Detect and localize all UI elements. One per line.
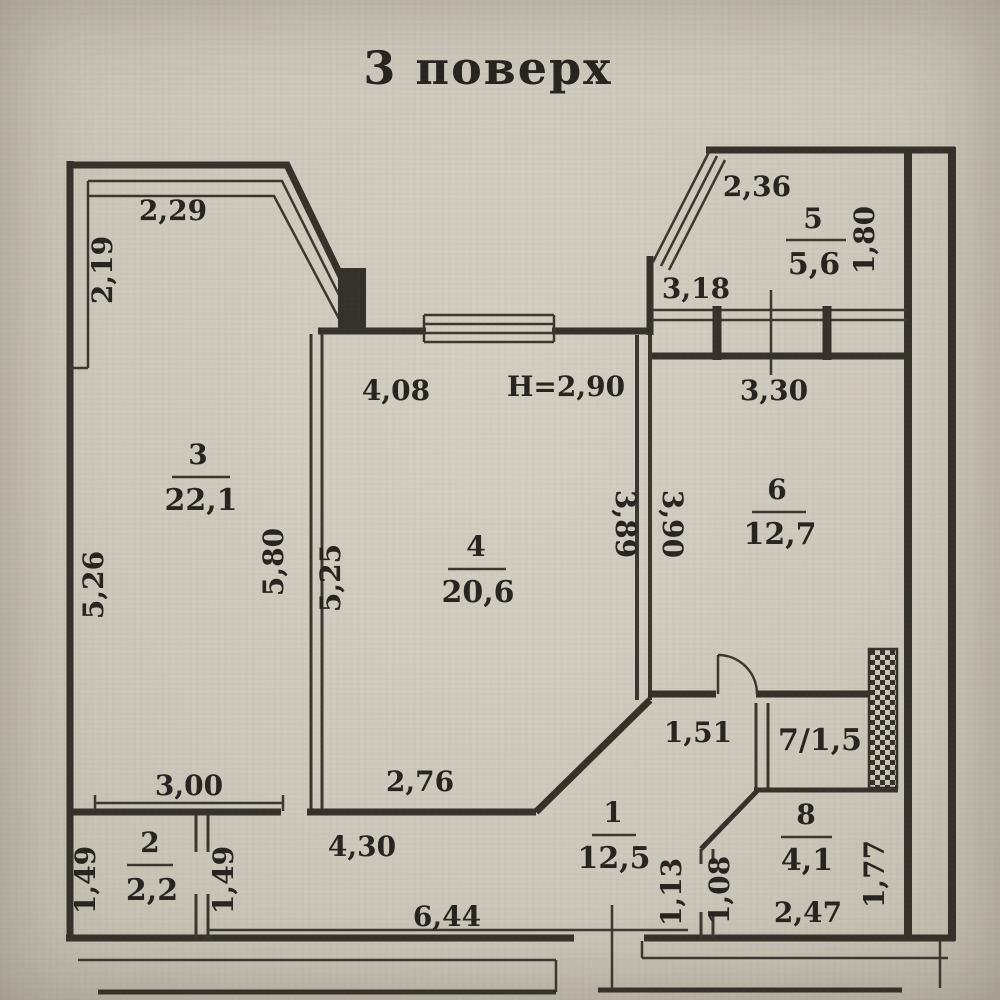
room6-door-arc bbox=[716, 653, 759, 695]
dim-bay-left: 2,19 bbox=[86, 236, 119, 304]
dim-w2: 1,08 bbox=[703, 856, 736, 924]
ceiling-height-note: H=2,90 bbox=[507, 370, 625, 403]
room6-area: 12,7 bbox=[743, 517, 816, 552]
room3-number: 3 bbox=[188, 438, 207, 471]
dim-r4-top: 4,08 bbox=[362, 374, 430, 407]
ventilation-shaft bbox=[867, 647, 899, 790]
room-label-6: 6 12,7 bbox=[743, 473, 816, 552]
landing-lines bbox=[78, 940, 948, 992]
dim-hall-bottom: 6,44 bbox=[413, 900, 481, 933]
dimension-lines bbox=[93, 290, 773, 990]
room3-room4-bottom-walls bbox=[68, 697, 653, 816]
dim-hall-top: 4,30 bbox=[328, 830, 396, 863]
room8-number: 8 bbox=[796, 798, 815, 831]
room1-number: 1 bbox=[603, 796, 622, 829]
dim-r5-diagonal: 2,36 bbox=[723, 170, 791, 203]
dim-r4-right-inner: 3,89 bbox=[609, 490, 642, 558]
dim-r5-bottom: 3,18 bbox=[662, 272, 730, 305]
bay-window-glazing bbox=[70, 179, 356, 370]
room6-number: 6 bbox=[767, 473, 786, 506]
room2-area: 2,2 bbox=[126, 873, 178, 908]
room3-room4-partition bbox=[309, 334, 324, 810]
room5-diagonal-window bbox=[651, 151, 727, 271]
room2-number: 2 bbox=[140, 826, 159, 859]
dim-r6-top: 3,30 bbox=[740, 374, 808, 407]
dim-r4-left: 5,25 bbox=[314, 544, 347, 612]
room-label-4: 4 20,6 bbox=[441, 530, 514, 610]
room4-window bbox=[422, 313, 556, 344]
room5-area: 5,6 bbox=[788, 247, 840, 282]
landing-edge bbox=[98, 987, 902, 995]
room8-diagonal-wall bbox=[699, 789, 759, 851]
room-label-5: 5 5,6 bbox=[786, 202, 846, 282]
room7-left-wall bbox=[754, 703, 770, 790]
room5-bottom-window bbox=[652, 308, 908, 322]
dim-r3-left: 5,26 bbox=[77, 551, 110, 619]
room4-area: 20,6 bbox=[441, 575, 514, 610]
dim-r4-bottom: 2,76 bbox=[386, 765, 454, 798]
dim-r3-bottom: 3,00 bbox=[155, 769, 223, 802]
dim-corridor-width: 1,49 bbox=[207, 846, 240, 914]
room-label-1: 1 12,5 bbox=[577, 796, 650, 876]
room5-wall-stubs bbox=[712, 306, 832, 360]
dim-r8-right: 1,77 bbox=[858, 840, 891, 908]
dim-r5-right: 1,80 bbox=[848, 206, 881, 274]
dim-r3-right: 5,80 bbox=[257, 528, 290, 596]
dim-w1: 1,13 bbox=[655, 858, 688, 926]
room3-area: 22,1 bbox=[164, 483, 237, 518]
room8-left-wall bbox=[699, 849, 715, 938]
room7-label: 7/1,5 bbox=[778, 723, 862, 758]
room-label-3: 3 22,1 bbox=[164, 438, 237, 518]
dim-r4-right-outer: 3,90 bbox=[656, 490, 689, 558]
room4-number: 4 bbox=[466, 530, 485, 563]
wall-pillar bbox=[338, 268, 366, 334]
dim-passage: 1,51 bbox=[664, 716, 732, 749]
room-label-2: 2 2,2 bbox=[126, 826, 178, 908]
dim-r8-bottom: 2,47 bbox=[774, 896, 842, 929]
room5-number: 5 bbox=[803, 202, 822, 235]
room4-room6-partition bbox=[635, 335, 652, 700]
room-label-8: 8 4,1 bbox=[781, 798, 833, 878]
dim-bay-top: 2,29 bbox=[139, 194, 207, 227]
dim-r2-left: 1,49 bbox=[69, 846, 102, 914]
page-title: 3 поверх bbox=[363, 41, 612, 95]
room1-area: 12,5 bbox=[577, 841, 650, 876]
room8-area: 4,1 bbox=[781, 843, 833, 878]
